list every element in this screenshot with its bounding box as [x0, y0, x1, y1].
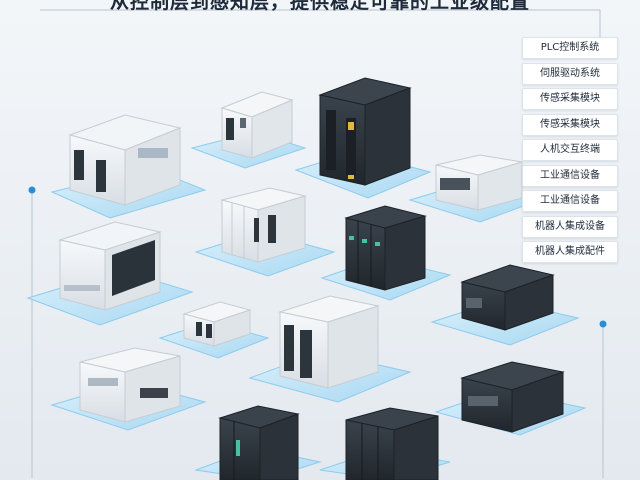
plc-light-module-pair — [50, 114, 207, 219]
robot-dark-controller — [434, 361, 587, 436]
hmi-terminal — [26, 221, 194, 326]
category-menu: PLC控制系统 伺服驱动系统 传感采集模块 传感采集模块 人机交互终端 工业通信… — [522, 37, 618, 267]
menu-item-comm-1[interactable]: 工业通信设备 — [522, 164, 618, 187]
menu-item-comm-2[interactable]: 工业通信设备 — [522, 190, 618, 212]
drive-dark-modules — [320, 205, 452, 301]
io-light-unit — [190, 91, 307, 169]
servo-dark-bottom-left — [194, 405, 322, 480]
menu-item-plc[interactable]: PLC控制系统 — [522, 37, 618, 59]
headline: 从控制层到感知层，提供稳定可靠的工业级配置 — [109, 0, 530, 11]
frame-lines — [31, 9, 604, 478]
controller-light-unit — [248, 295, 412, 403]
menu-item-robot-device[interactable]: 机器人集成设备 — [522, 215, 618, 238]
menu-item-sensor-2[interactable]: 传感采集模块 — [522, 113, 618, 136]
menu-item-robot-parts[interactable]: 机器人集成配件 — [522, 241, 618, 263]
comm-dark-box — [430, 264, 580, 346]
frame-dot-left — [28, 186, 36, 194]
menu-item-sensor-1[interactable]: 传感采集模块 — [522, 88, 618, 110]
servo-drive-dark — [294, 77, 432, 199]
frame-dot-right — [599, 320, 607, 328]
menu-item-servo[interactable]: 伺服驱动系统 — [522, 62, 618, 85]
plc-light-base — [50, 347, 207, 431]
servo-dark-bottom-right — [319, 407, 451, 480]
sensor-light-modules — [194, 187, 336, 277]
comm-light-unit — [408, 154, 542, 223]
io-small-light-modules — [158, 301, 270, 359]
menu-item-hmi[interactable]: 人机交互终端 — [522, 139, 618, 161]
